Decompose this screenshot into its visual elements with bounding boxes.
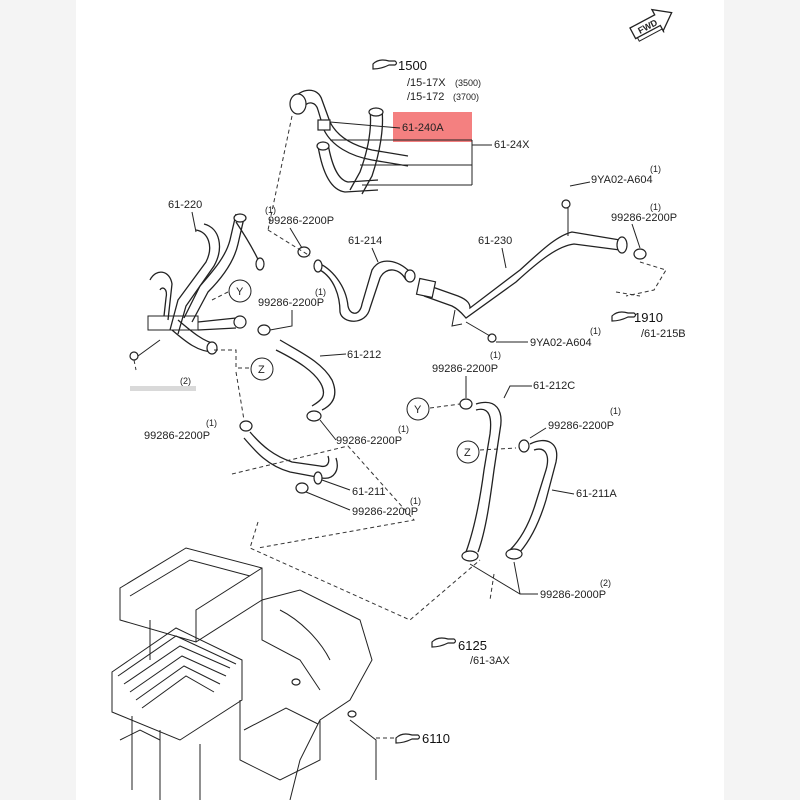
clamp-qty-c8: (1) xyxy=(610,406,621,416)
clamp-qty-c7: (1) xyxy=(490,350,501,360)
clamp-code-c8[interactable]: 99286-2200P xyxy=(548,420,614,432)
bolt-qty-b3: (2) xyxy=(180,376,191,386)
ref-6125-sub[interactable]: /61-3AX xyxy=(470,655,510,667)
bolt-qty-b2: (1) xyxy=(590,326,601,336)
clamp-code-c3[interactable]: 99286-2200P xyxy=(611,212,677,224)
fwd-arrow-icon: FWD xyxy=(629,8,673,42)
ref-6125-num[interactable]: 6125 xyxy=(458,638,487,653)
pointing-hand-icon xyxy=(372,59,398,70)
bolt-qty-b1: (1) xyxy=(650,164,661,174)
pointing-hand-icon xyxy=(431,637,457,648)
pointing-hand-icon xyxy=(395,733,421,744)
clamp-code-c5[interactable]: 99286-2200P xyxy=(336,435,402,447)
bolt-code-b1[interactable]: 9YA02-A604 xyxy=(591,174,653,186)
ref-1910-num[interactable]: 1910 xyxy=(634,310,663,325)
clamp-code-c7[interactable]: 99286-2200P xyxy=(432,363,498,375)
clamp-qty-c6: (1) xyxy=(410,496,421,506)
part-61-24x[interactable]: 61-24X xyxy=(494,139,530,151)
ref-1500-sub1[interactable]: /15-17X xyxy=(407,77,446,89)
part-61-220[interactable]: 61-220 xyxy=(168,199,202,211)
connector-z-left[interactable] xyxy=(250,357,274,381)
clamp-code-c1[interactable]: 99286-2200P xyxy=(268,215,334,227)
ref-1910-sub[interactable]: /61-215B xyxy=(641,328,686,340)
connector-z-left-label: Z xyxy=(258,364,265,376)
connector-y-left-label: Y xyxy=(236,286,244,298)
clamp-qty-c4: (1) xyxy=(206,418,217,428)
ref-1500-sub2-note: (3700) xyxy=(453,92,479,102)
connector-y-left[interactable] xyxy=(228,279,252,303)
bolt-code-b2[interactable]: 9YA02-A604 xyxy=(530,337,592,349)
clamp-qty-c2: (1) xyxy=(315,287,326,297)
highlight-box xyxy=(393,112,472,142)
clamp-qty-c5: (1) xyxy=(398,424,409,434)
clamp-qty-c1: (1) xyxy=(265,205,276,215)
ref-1500-sub1-note: (3500) xyxy=(455,78,481,88)
ref-6110-num[interactable]: 6110 xyxy=(422,731,450,746)
connector-y-right-label: Y xyxy=(414,404,422,416)
clamp-qty-c9: (2) xyxy=(600,578,611,588)
part-61-211a[interactable]: 61-211A xyxy=(576,488,617,500)
ref-1500-sub2[interactable]: /15-172 xyxy=(407,91,444,103)
heater-unit-housing xyxy=(111,547,377,800)
clamp-code-c4[interactable]: 99286-2200P xyxy=(144,430,210,442)
part-61-230[interactable]: 61-230 xyxy=(478,235,512,247)
pointing-hand-icon xyxy=(611,311,637,322)
clamp-code-c9[interactable]: 99286-2000P xyxy=(540,589,606,601)
connector-z-right-label: Z xyxy=(464,447,471,459)
connector-y-right[interactable] xyxy=(406,397,430,421)
part-61-240a[interactable]: 61-240A xyxy=(402,122,444,134)
clamp-code-c2[interactable]: 99286-2200P xyxy=(258,297,324,309)
obscured-label xyxy=(130,386,196,391)
ref-1500-num[interactable]: 1500 xyxy=(398,58,427,73)
part-61-211[interactable]: 61-211 xyxy=(352,486,385,498)
part-61-214[interactable]: 61-214 xyxy=(348,235,382,247)
clamp-qty-c3: (1) xyxy=(650,202,661,212)
clamp-code-c6[interactable]: 99286-2200P xyxy=(352,506,418,518)
connector-z-right[interactable] xyxy=(456,440,480,464)
part-61-212c[interactable]: 61-212C xyxy=(533,380,575,392)
part-61-212[interactable]: 61-212 xyxy=(347,349,381,361)
